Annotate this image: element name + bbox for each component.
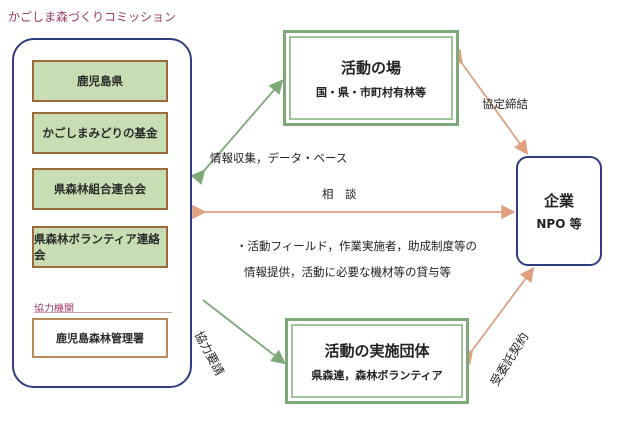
implementing-group-title: 活動の実施団体 <box>324 341 430 360</box>
company-label: 企業 <box>543 192 574 210</box>
commission-title: かごしま森づくりコミッション <box>8 10 177 24</box>
implementing-group-box: 活動の実施団体 県森連，森林ボランティア <box>285 318 469 404</box>
member-forestry-union: 県森林組合連合会 <box>32 168 168 210</box>
consultation-label: 相 談 <box>322 187 357 201</box>
arrow-field-to-company <box>448 49 529 155</box>
info-collection-label: 情報収集，データ・ベース <box>210 151 348 165</box>
company-npo-box: 企業 NPO 等 <box>516 156 602 266</box>
commission-container: 鹿児島県 かごしまみどりの基金 県森林組合連合会 県森林ボランティア連絡会 <box>12 38 192 388</box>
npo-label: NPO 等 <box>536 217 582 231</box>
member-volunteer-council: 県森林ボランティア連絡会 <box>32 226 168 268</box>
member-kagoshima-pref: 鹿児島県 <box>32 60 168 102</box>
cooperation-divider <box>34 312 172 313</box>
cooperation-org: 鹿児島森林管理署 <box>32 318 168 358</box>
arrow-group-to-company <box>458 267 535 365</box>
agreement-label: 協定締結 <box>482 97 528 111</box>
activity-field-subtitle: 国・県・市町村有林等 <box>316 85 426 99</box>
activities-label-line1: ・活動フィールド，作業実施者，助成制度等の <box>236 239 478 253</box>
activities-label-line2: 情報提供，活動に必要な機材等の貸与等 <box>244 265 451 279</box>
arrow-commission-to-field <box>190 79 284 185</box>
arrow-commission-to-group <box>202 299 286 365</box>
member-midori-fund: かごしまみどりの基金 <box>32 112 168 154</box>
cooperation-label: 協力機関 <box>34 304 74 315</box>
activity-field-box: 活動の場 国・県・市町村有林等 <box>283 30 459 126</box>
implementing-group-subtitle: 県森連，森林ボランティア <box>311 368 443 382</box>
activity-field-title: 活動の場 <box>340 58 401 77</box>
